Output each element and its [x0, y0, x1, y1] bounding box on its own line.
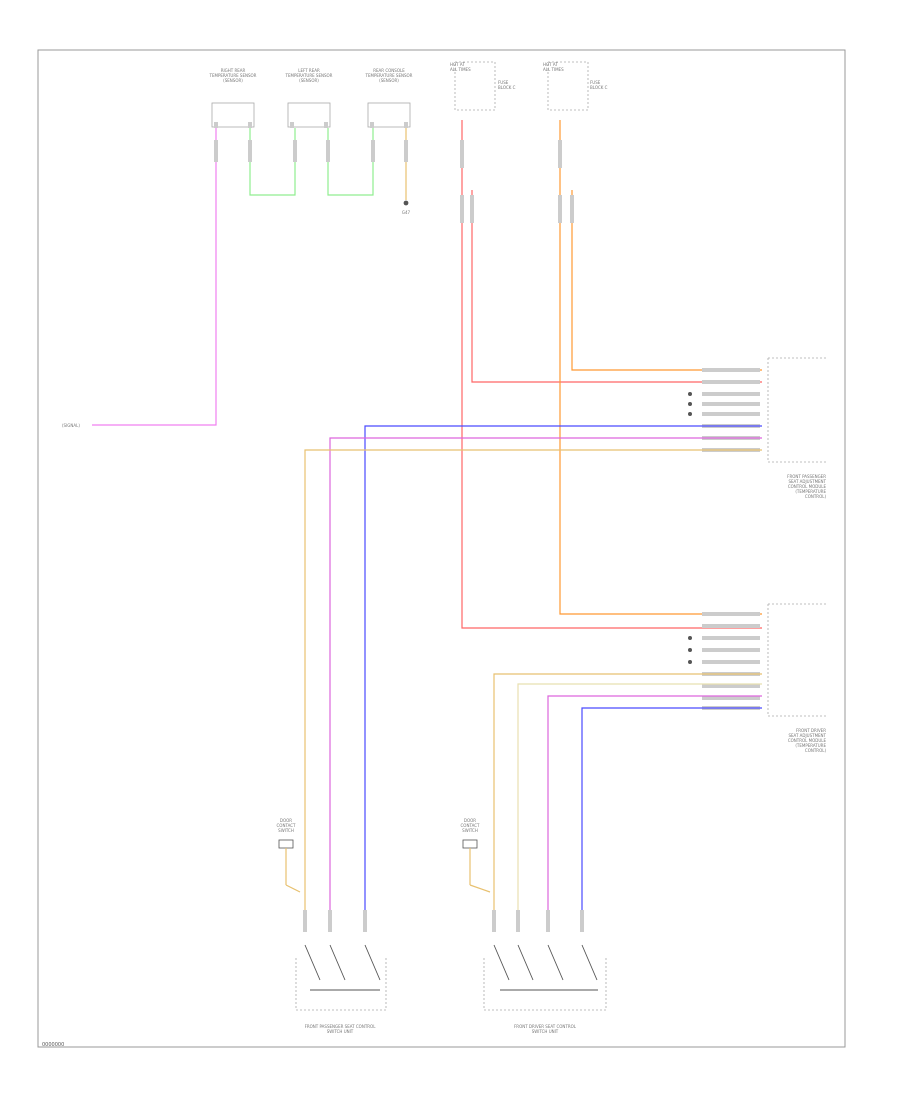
ground-sensor-label: G47 [402, 210, 411, 215]
sensor-connectors [214, 140, 408, 162]
yellow-wire-1 [304, 449, 762, 925]
magenta-wire-2 [547, 695, 762, 925]
orange-feed-primary [559, 120, 762, 615]
green-link-wire-2 [327, 128, 374, 196]
page-id: 0000000 [42, 1042, 64, 1048]
yellow-wire-2 [493, 673, 762, 925]
module-1-wires [304, 425, 762, 925]
cream-wire-2 [517, 683, 762, 925]
left-signal-label: (SIGNAL) [62, 423, 80, 428]
sensor-wires [92, 128, 407, 426]
blue-wire-1 [364, 425, 762, 925]
blue-wire-2 [581, 707, 762, 925]
red-feed-secondary [471, 190, 762, 383]
pink-signal-wire [92, 128, 217, 426]
diagram-frame [37, 49, 846, 1048]
feed-connectors [460, 140, 574, 223]
module-2-wires [493, 673, 762, 925]
green-link-wire-1 [249, 128, 296, 196]
ground-sensor: G47 [402, 200, 411, 215]
orange-feed-secondary [571, 190, 762, 371]
magenta-wire-1 [329, 437, 762, 925]
power-feeds [461, 120, 762, 629]
red-feed-primary [461, 120, 762, 629]
